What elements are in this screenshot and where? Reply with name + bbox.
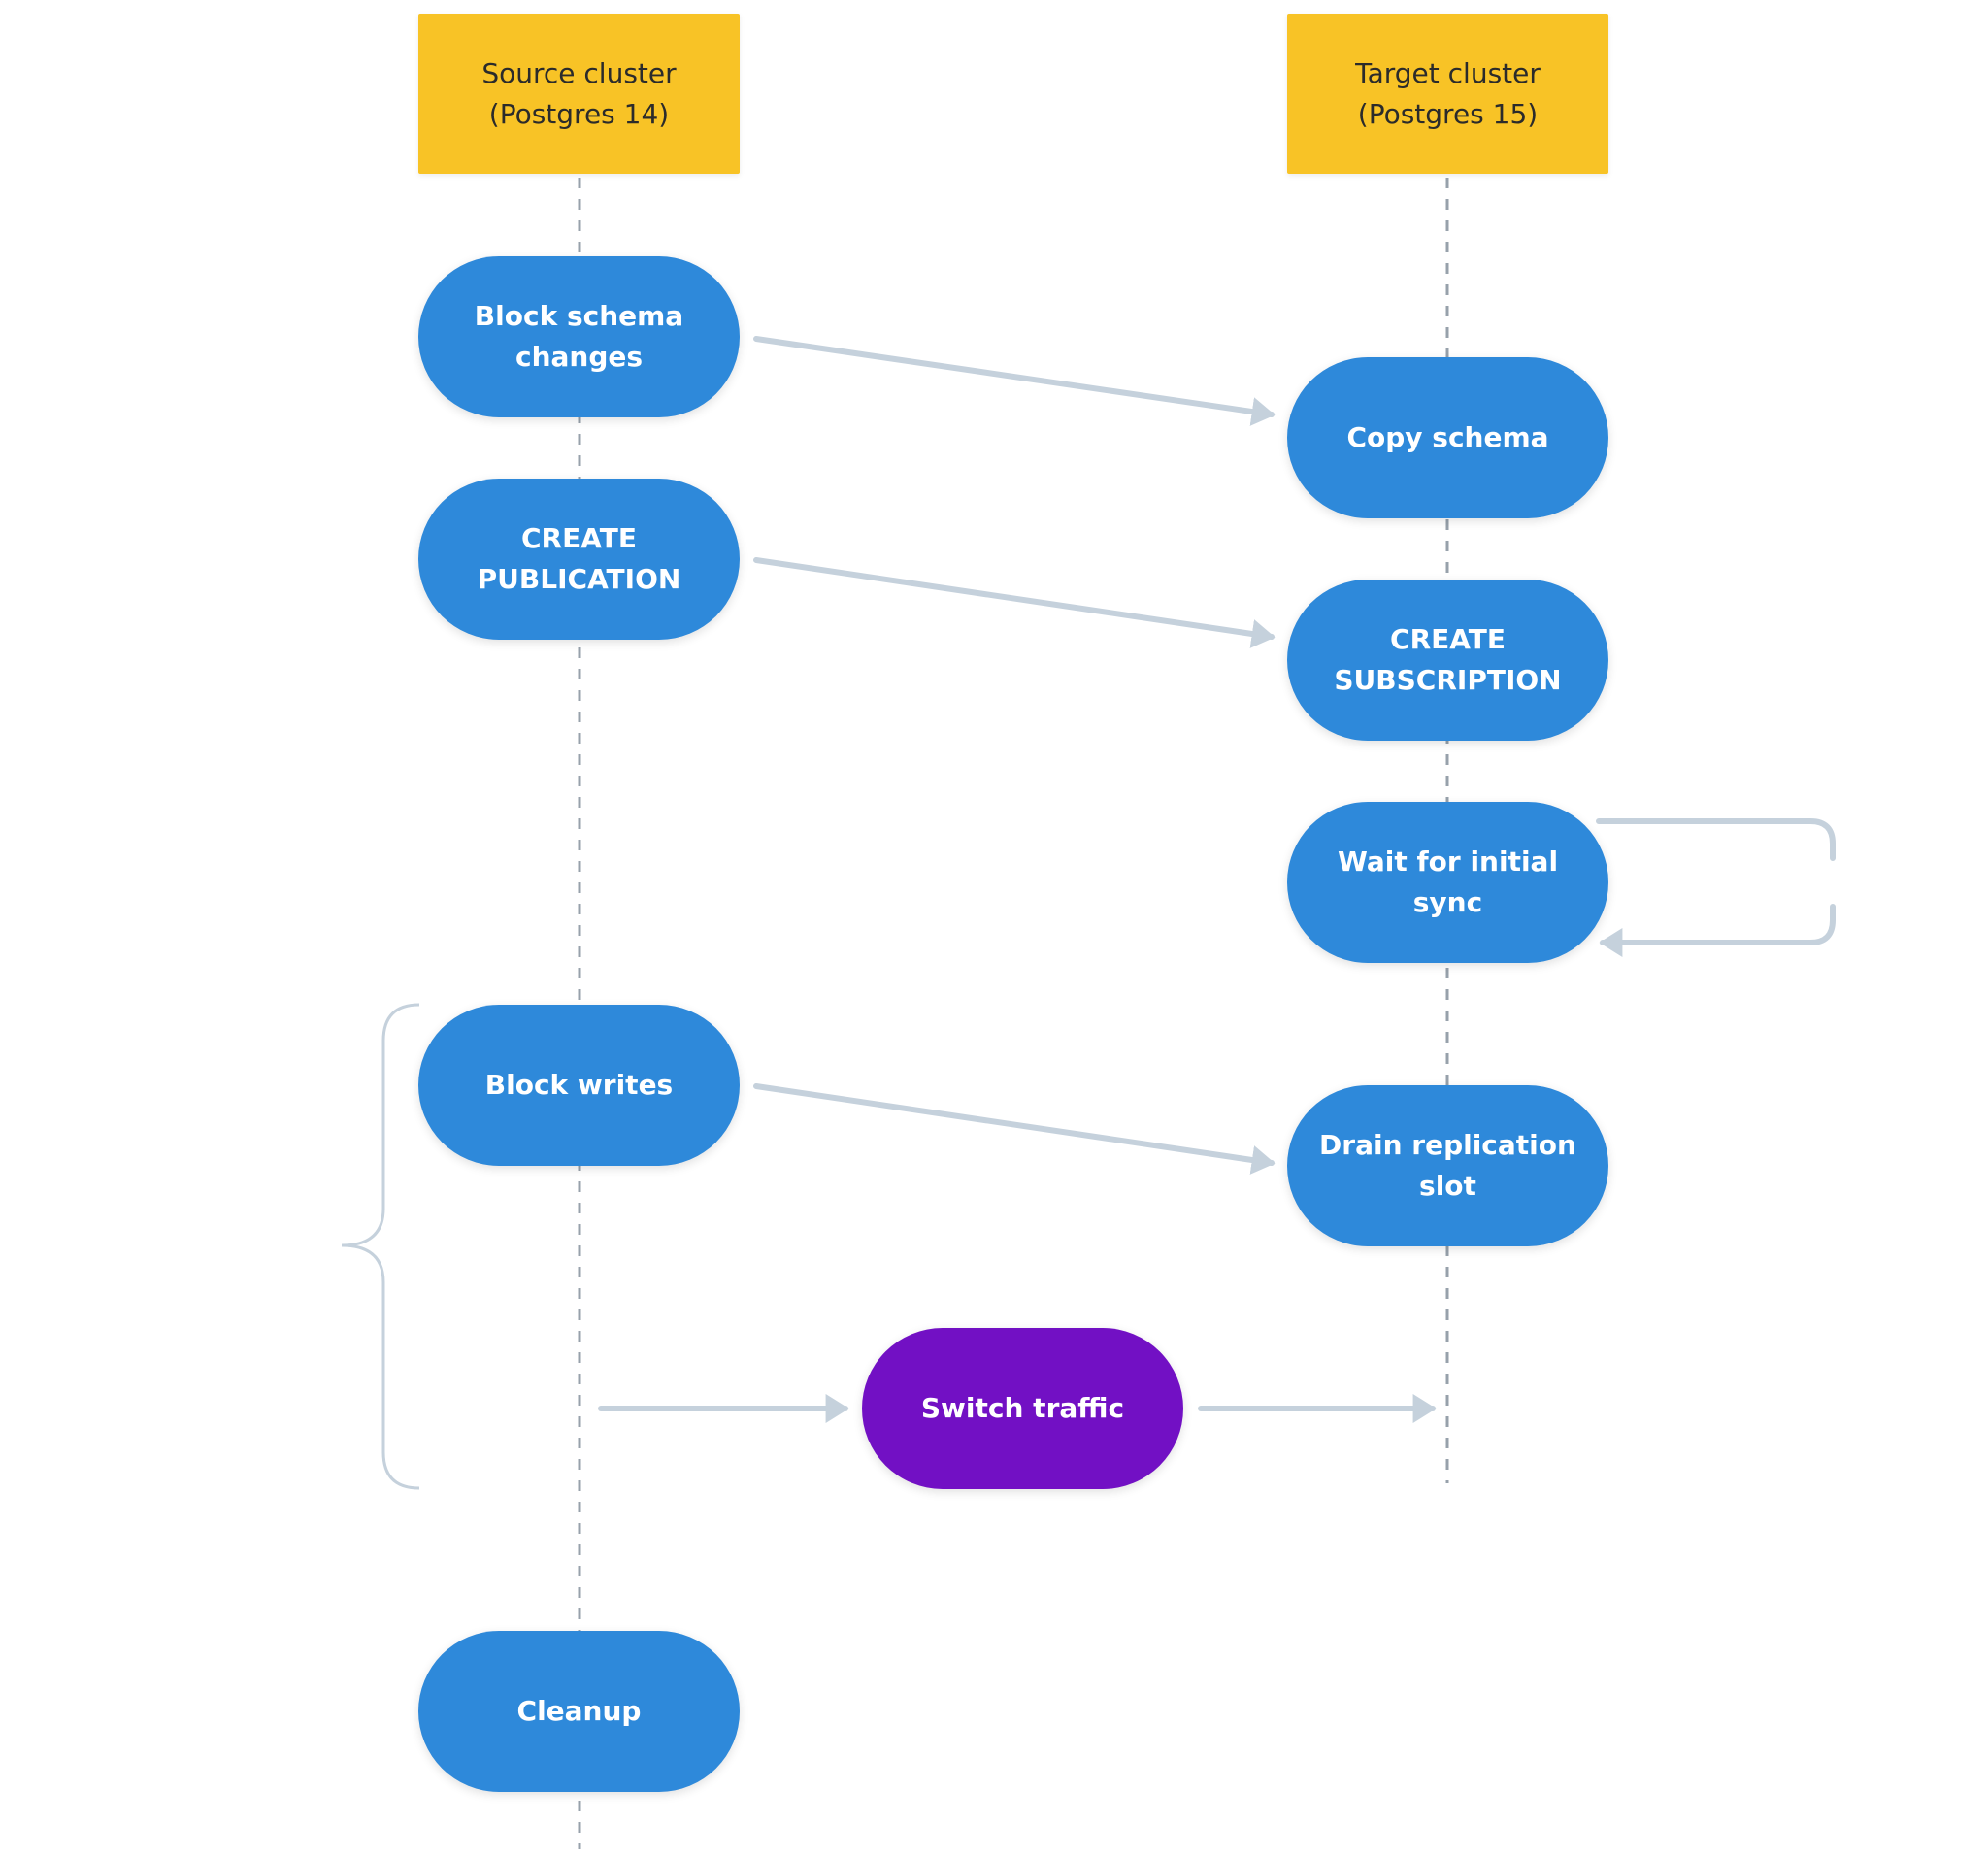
arrow-block-schema-to-copy-schema	[753, 336, 1276, 426]
switch-traffic-step: Switch traffic	[862, 1328, 1183, 1489]
wait-for-initial-sync-step: Wait for initial sync	[1287, 802, 1608, 963]
wait-sync-loop-arrow	[1599, 818, 1836, 943]
block-writes-step: Block writes	[418, 1005, 740, 1166]
copy-schema-step: Copy schema	[1287, 357, 1608, 518]
arrow-publication-to-subscription	[753, 557, 1276, 648]
cleanup-step: Cleanup	[418, 1631, 740, 1792]
block-schema-changes-step: Block schema changes	[418, 256, 740, 417]
create-publication-step: CREATE PUBLICATION	[418, 479, 740, 640]
write-block-bracket	[341, 1003, 420, 1490]
arrow-block-writes-to-drain-slot	[753, 1083, 1276, 1175]
create-subscription-step: CREATE SUBSCRIPTION	[1287, 580, 1608, 741]
drain-replication-slot-step: Drain replication slot	[1287, 1085, 1608, 1246]
target-cluster-header: Target cluster (Postgres 15)	[1287, 14, 1608, 174]
source-cluster-header: Source cluster (Postgres 14)	[418, 14, 740, 174]
